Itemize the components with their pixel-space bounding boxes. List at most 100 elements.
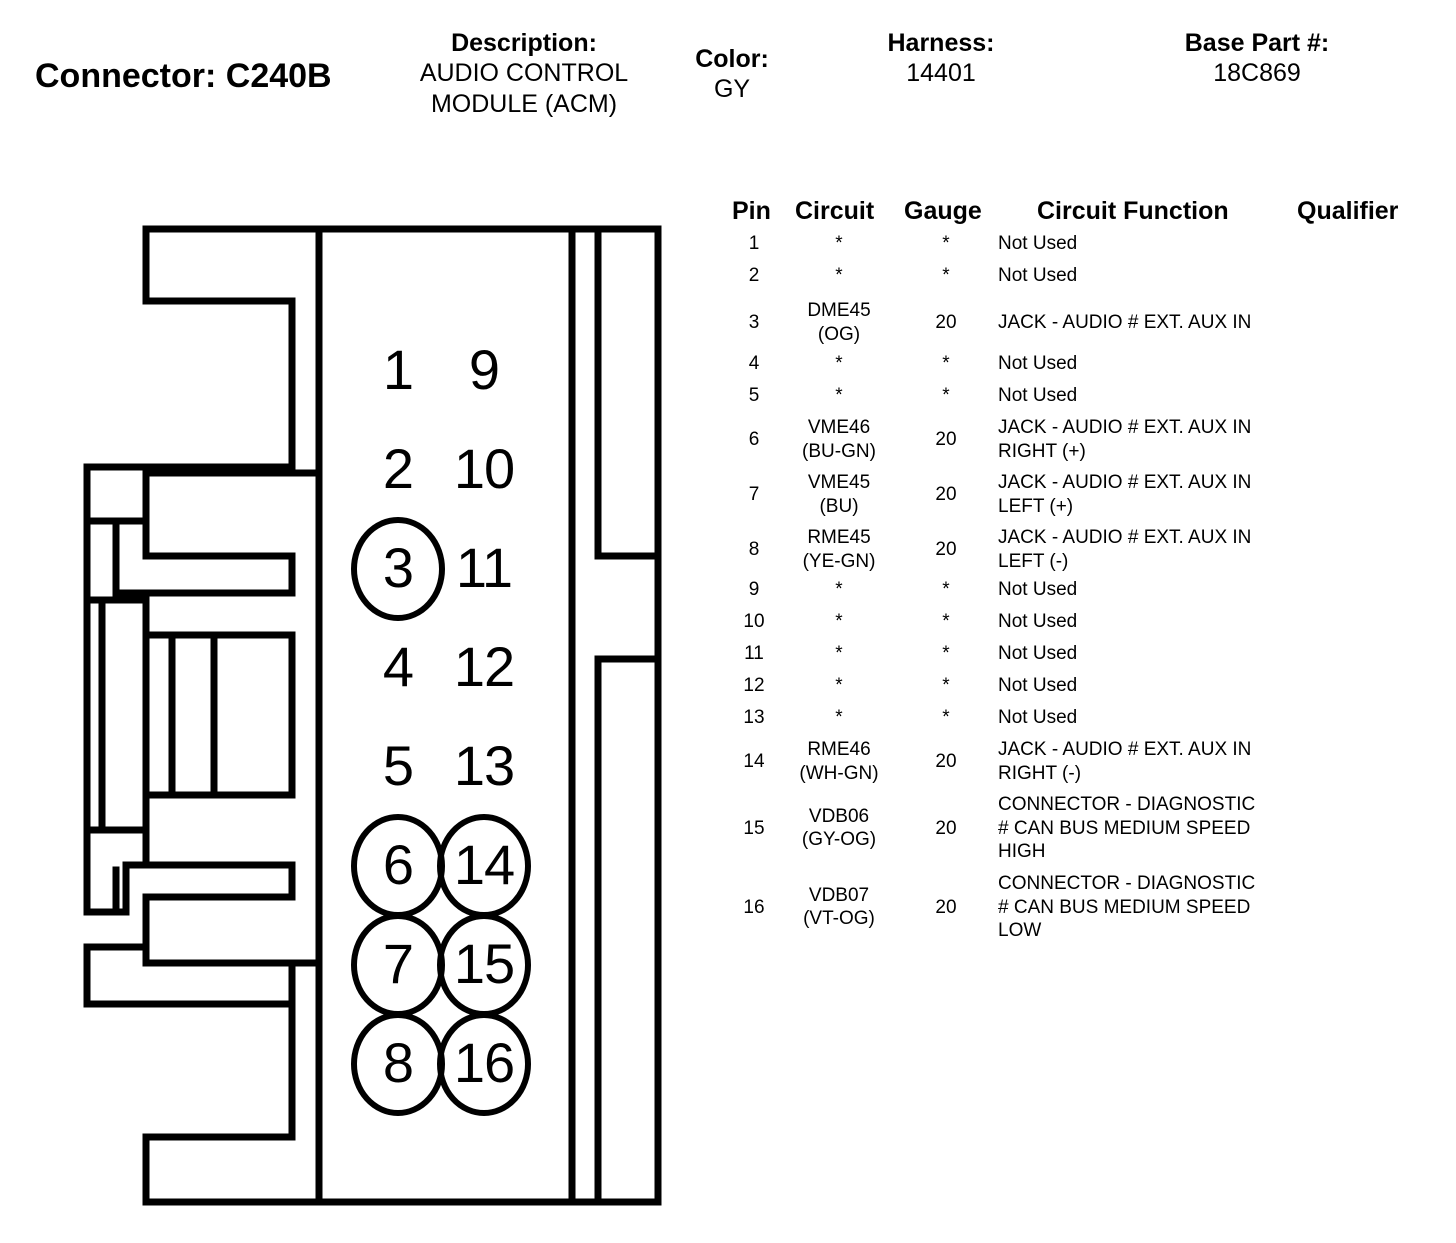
pin-number-cell: 15 [743,817,765,839]
pin-number-cell: 3 [748,311,760,333]
circuit-cell: VDB07 (VT-OG) [803,884,875,930]
header-gauge: Gauge [904,197,982,225]
header-qualifier: Qualifier [1297,197,1399,225]
latch-top-block [142,225,296,471]
gauge-cell: 20 [935,896,957,918]
pin-label: 6 [382,833,414,896]
pin-label: 12 [453,635,515,698]
pin-number-cell: 16 [743,896,765,918]
table-row: 10 * * Not Used [722,610,1442,634]
gauge-cell: * [942,707,950,728]
description-line-2: MODULE (ACM) [430,90,618,118]
base-part-block: Base Part #: 18C869 [1150,28,1364,89]
pin-number-cell: 1 [748,233,760,254]
description-label: Description: [451,29,597,57]
pin-label: 10 [453,437,515,500]
circuit-function-cell: Not Used [998,385,1078,406]
pin-label: 7 [382,932,414,995]
circuit-function-cell: Not Used [998,643,1078,664]
header-circuit-function: Circuit Function [1037,197,1229,225]
gauge-cell: 20 [935,750,957,772]
circuit-cell: DME45 (OG) [807,300,871,345]
circuit-function-cell: JACK - AUDIO # EXT. AUX IN RIGHT (-) [998,739,1252,784]
harness-label: Harness: [887,29,995,57]
gauge-cell: 20 [935,538,957,560]
pin-label: 4 [382,635,414,698]
circuit-function-cell: Not Used [998,611,1078,632]
pin-circle-layer [351,517,531,1116]
circuit-cell: VME45 (BU) [807,472,871,517]
circuit-cell: * [835,675,843,696]
pin-label: 1 [382,338,414,401]
pin-label: 2 [382,437,414,500]
table-row: 1 * * Not Used [722,232,1442,256]
pin-number-cell: 7 [748,483,760,505]
table-row: 14 RME46 (WH-GN) 20 JACK - AUDIO # EXT. AUX… [722,738,1442,785]
color-block: Color: GY [680,44,784,105]
circuit-cell: * [835,265,843,286]
table-row: 11**Not Used [722,642,1442,666]
circuit-function-cell: Not Used [998,353,1078,374]
circuit-cell: * [835,353,843,374]
pin-label: 8 [382,1031,414,1094]
harness-value: 14401 [906,59,976,87]
pin-16-circle [437,1012,531,1116]
latch-bottom-block [142,1000,296,1206]
table-row: 13**Not Used [722,706,1442,730]
circuit-function-cell: Not Used [998,265,1078,286]
circuit-function-cell: Not Used [998,233,1078,254]
latch-lower-frame [83,826,296,967]
base-part-value: 18C869 [1213,59,1301,87]
circuit-cell: VDB06 (GY-OG) [801,805,877,851]
gauge-cell: * [942,233,950,254]
color-label: Color: [695,45,769,73]
right-rail-lower [594,655,662,1206]
circuit-cell: RME45 (YE-GN) [802,527,876,572]
gauge-cell: 20 [935,817,957,839]
circuit-cell: * [835,233,843,254]
gauge-cell: * [942,353,950,374]
table-row: 4**Not Used [722,352,1442,376]
pin-number-cell: 14 [743,750,765,772]
body-outline-top [142,225,662,1206]
circuit-function-cell: JACK - AUDIO # EXT. AUX IN [998,311,1252,333]
harness-block: Harness: 14401 [860,28,1022,89]
pin-label: 3 [382,536,414,599]
connector-outline [83,225,662,1206]
gauge-cell: * [942,643,950,664]
gauge-cell: 20 [935,428,957,450]
circuit-cell: * [835,579,843,600]
circuit-function-cell: Not Used [998,707,1078,728]
table-row: 5**Not Used [722,384,1442,408]
table-row: 2**Not Used [722,264,1442,288]
header-circuit: Circuit [795,197,875,225]
base-part-label: Base Part #: [1184,29,1330,57]
gauge-cell: * [942,675,950,696]
pin-number-cell: 13 [743,707,765,728]
gauge-cell: * [942,611,950,632]
circuit-function-cell: Not Used [998,579,1078,600]
pin-label: 16 [453,1031,515,1094]
table-row: 12**Not Used [722,674,1442,698]
gauge-cell: * [942,265,950,286]
circuit-function-cell: JACK - AUDIO # EXT. AUX IN LEFT (+) [998,472,1252,517]
pin-label: 11 [455,536,513,599]
connector-title: Connector: C240B [35,57,332,95]
circuit-cell: RME46 (WH-GN) [799,739,879,784]
circuit-cell: VME46 (BU-GN) [802,417,876,462]
pin-number-cell: 10 [743,611,765,632]
pin-number-cell: 9 [748,579,760,600]
description-block: Description: AUDIO CONTROL MODULE (ACM) [400,28,648,120]
circuit-cell: * [835,643,843,664]
pin-label: 14 [453,833,515,896]
description-line-1: AUDIO CONTROL [419,59,629,87]
pin-number-cell: 12 [743,675,765,696]
gauge-cell: 20 [935,311,957,333]
pin-number-cell: 8 [748,538,760,560]
circuit-cell: * [835,611,843,632]
